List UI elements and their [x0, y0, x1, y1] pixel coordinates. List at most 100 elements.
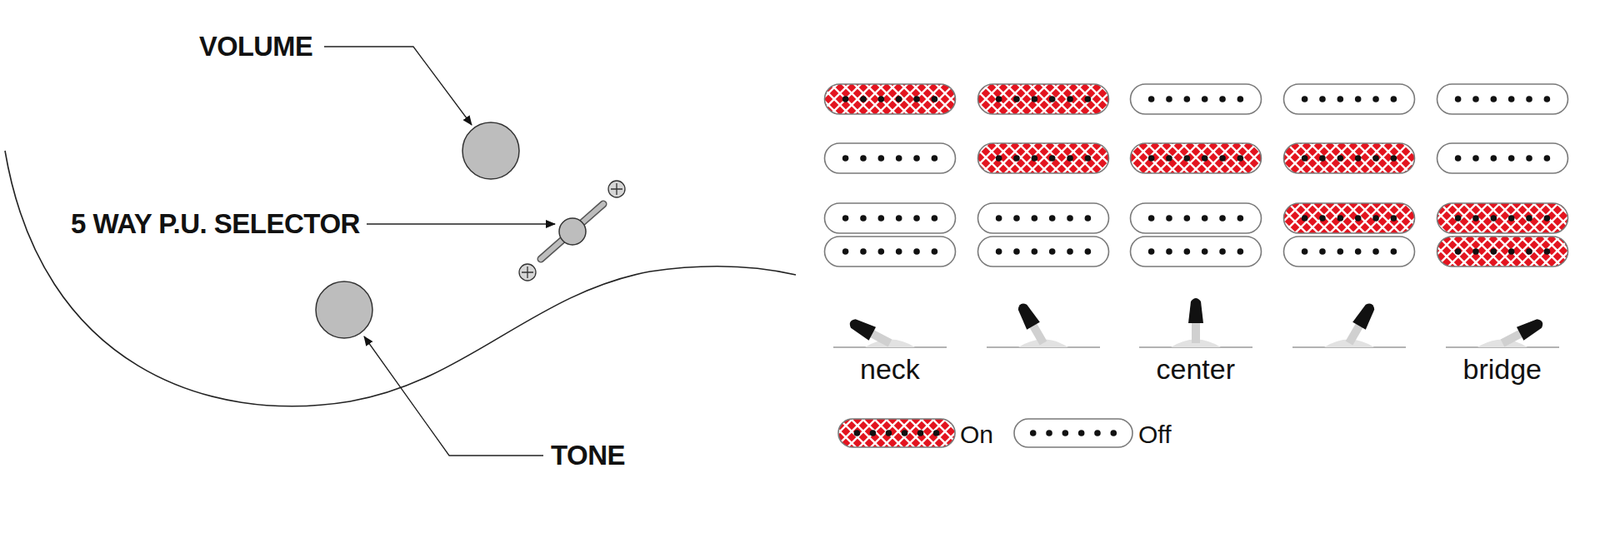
pole-piece — [1184, 248, 1191, 255]
pole-piece — [860, 155, 867, 162]
pole-piece — [1455, 95, 1462, 103]
pole-piece — [1219, 248, 1226, 255]
pole-piece — [1472, 248, 1480, 255]
pole-piece — [1472, 95, 1480, 103]
pickup-off — [1130, 236, 1262, 267]
pole-piece — [1030, 430, 1037, 437]
switch-lever — [1342, 300, 1379, 348]
pole-piece — [1219, 95, 1226, 103]
pickup-cover — [1130, 236, 1262, 267]
switch-position-icon — [1139, 298, 1253, 348]
switch-lever — [846, 315, 894, 350]
pole-piece — [1455, 155, 1462, 162]
pole-piece — [995, 215, 1003, 222]
pickup-cover — [838, 419, 955, 448]
volume-knob — [462, 122, 520, 180]
pole-piece — [913, 95, 920, 103]
pole-piece — [1184, 95, 1191, 103]
pole-piece — [1390, 215, 1398, 222]
pickup-off — [825, 143, 956, 174]
selector-slot — [540, 204, 604, 260]
pole-piece — [1237, 155, 1245, 162]
pole-piece — [1337, 248, 1345, 255]
pole-piece — [1301, 215, 1309, 222]
pole-piece — [1355, 155, 1362, 162]
pole-piece — [1237, 95, 1245, 103]
pole-piece — [1319, 248, 1326, 255]
legend-label: Off — [1138, 420, 1171, 449]
pole-piece — [878, 95, 885, 103]
pickup-on — [838, 419, 955, 448]
pole-piece — [1355, 248, 1362, 255]
pole-piece — [1372, 155, 1380, 162]
pickup-on — [978, 84, 1110, 115]
part-label: VOLUME — [199, 31, 313, 62]
pickup-off — [825, 203, 956, 234]
switch-lever — [1188, 298, 1204, 344]
pole-piece — [933, 430, 940, 437]
selector-knob — [559, 218, 586, 245]
pole-piece — [1490, 248, 1498, 255]
switch-position-icon — [1292, 300, 1406, 348]
pole-piece — [1085, 95, 1092, 103]
pole-piece — [1455, 215, 1462, 222]
pole-piece — [1094, 430, 1101, 437]
pole-piece — [1319, 215, 1326, 222]
pole-piece — [1490, 95, 1498, 103]
pickup-off — [1130, 203, 1262, 234]
pole-piece — [913, 215, 920, 222]
pole-piece — [1508, 248, 1515, 255]
legend-label: On — [960, 420, 994, 449]
pole-piece — [860, 248, 867, 255]
pole-piece — [995, 248, 1003, 255]
part-label: TONE — [550, 440, 625, 471]
switch-position-icon — [986, 300, 1100, 348]
pole-piece — [1337, 155, 1345, 162]
pole-piece — [895, 215, 903, 222]
pole-piece — [1355, 95, 1362, 103]
pole-piece — [1319, 95, 1326, 103]
pole-piece — [842, 215, 850, 222]
pole-piece — [895, 155, 903, 162]
pole-piece — [1472, 215, 1480, 222]
pole-piece — [1390, 155, 1398, 162]
position-label: bridge — [1463, 354, 1543, 385]
selector-slot — [540, 204, 604, 260]
pole-piece — [1337, 95, 1345, 103]
pickup-cover — [1437, 143, 1569, 174]
pole-piece — [1390, 248, 1398, 255]
pole-piece — [1237, 248, 1245, 255]
pole-piece — [1237, 215, 1245, 222]
pickup-cover — [825, 236, 956, 267]
pickup-off — [1130, 84, 1262, 115]
pole-piece — [1148, 215, 1155, 222]
pole-piece — [1165, 95, 1173, 103]
pole-piece — [1301, 155, 1309, 162]
pole-piece — [1525, 215, 1533, 222]
pole-piece — [1062, 430, 1070, 437]
pole-piece — [1013, 95, 1020, 103]
pole-piece — [1319, 155, 1326, 162]
pole-piece — [1066, 155, 1074, 162]
switch-position-icon — [833, 315, 947, 350]
pole-piece — [860, 95, 867, 103]
pickup-on — [978, 143, 1110, 174]
pickup-cover — [978, 143, 1110, 174]
pole-piece — [931, 155, 939, 162]
lever-tip — [1352, 300, 1379, 330]
pole-piece — [1455, 248, 1462, 255]
pickup-cover — [825, 84, 956, 115]
lever-stem — [1191, 321, 1200, 344]
pickup-cover — [1130, 84, 1262, 115]
pole-piece — [901, 430, 909, 437]
pole-piece — [1525, 155, 1533, 162]
mounting-screw — [608, 180, 625, 198]
pole-piece — [1508, 95, 1515, 103]
pole-piece — [931, 248, 939, 255]
pickup-off — [1284, 84, 1415, 115]
pole-piece — [1201, 155, 1209, 162]
pole-piece — [1013, 215, 1020, 222]
pole-piece — [1184, 155, 1191, 162]
switch-position-icon — [1445, 315, 1560, 350]
pole-piece — [1066, 215, 1074, 222]
